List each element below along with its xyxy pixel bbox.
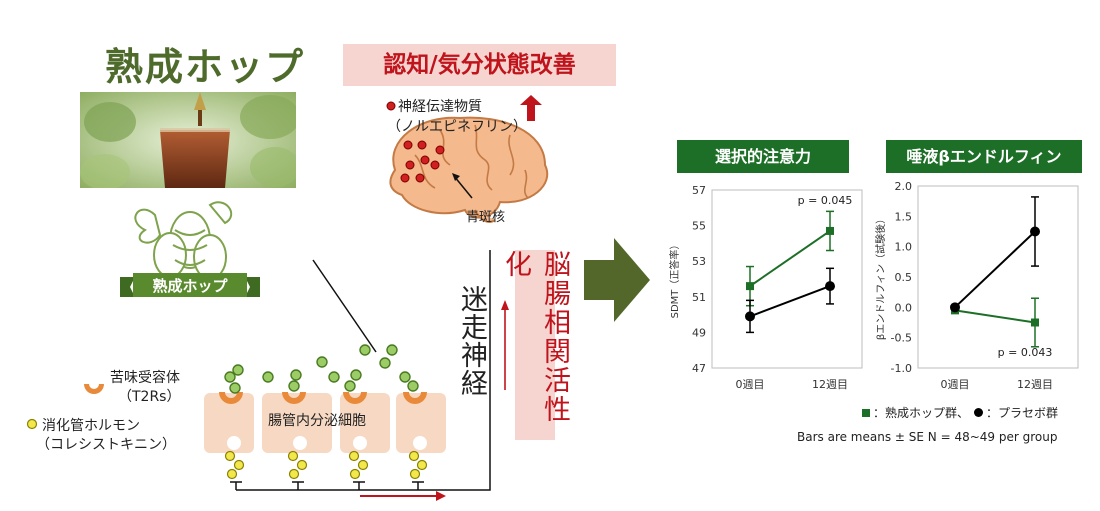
y-tick-label: 55	[692, 220, 706, 233]
y-axis-label: βエンドルフィン（試験後）	[874, 214, 887, 340]
brain-icon	[389, 116, 549, 223]
cell	[204, 393, 254, 453]
y-tick-label: 2.0	[895, 180, 913, 193]
gut-brain-label: 脳腸相関活性化	[500, 250, 570, 440]
cell	[340, 393, 390, 453]
neuro-dot-icon	[386, 101, 396, 111]
hormone-sub-label: （コレシストキニン）	[36, 437, 176, 453]
locus-label: 青斑核	[466, 210, 506, 225]
data-point-circle	[950, 302, 960, 313]
data-point-circle	[745, 311, 755, 322]
series-line	[749, 230, 831, 287]
hop-legend-label: ：熟成ホップ群、	[873, 406, 970, 420]
series-line	[749, 285, 831, 318]
y-tick-label: 53	[692, 255, 706, 268]
y-axis-label: SDMT（正答率）	[668, 240, 681, 319]
plot-frame	[917, 185, 1079, 369]
hop-legend-marker	[862, 408, 870, 417]
neuro-label: 神経伝達物質	[398, 99, 482, 115]
improve-label: 認知/気分状態改善	[343, 44, 616, 86]
vagus-nerve-label: 迷走神経	[456, 285, 487, 397]
y-tick-label: -0.5	[891, 332, 912, 345]
cells-label: 腸管内分泌細胞	[268, 413, 366, 429]
data-point-circle	[825, 281, 835, 292]
y-tick-label: 1.5	[895, 210, 913, 223]
chart1-title: 選択的注意力	[677, 140, 849, 173]
product-title: 熟成ホップ	[105, 45, 306, 89]
x-tick-label: 0週目	[736, 378, 765, 391]
beta-endorphin-chart: -1.0 -0.5 0.0 0.5 1.0 1.5 2.0 βエンドルフィン（試験後） 0週目 1…	[874, 180, 1079, 391]
placebo-legend-label: ：プラセボ群	[986, 406, 1059, 420]
hop-tea-photo	[80, 92, 296, 188]
cell	[262, 393, 332, 453]
placebo-legend-marker	[974, 408, 984, 417]
p-value-label: p = 0.043	[998, 346, 1053, 359]
receptor-label: 苦味受容体	[110, 370, 180, 386]
right-arrow-icon	[584, 238, 650, 322]
neuro-sub-label: （ノルエピネフリン）	[387, 119, 527, 135]
hop-cone-icon: 熟成ホップ	[120, 201, 260, 297]
chart2-title: 唾液βエンドルフィン	[886, 140, 1082, 173]
y-tick-label: 0.5	[895, 271, 913, 284]
x-tick-label: 12週目	[1017, 378, 1053, 391]
up-arrow-icon	[520, 95, 542, 121]
x-tick-label: 0週目	[941, 378, 970, 391]
y-tick-label: 57	[692, 184, 706, 197]
gut-cells-diagram	[26, 250, 509, 501]
legend: ：熟成ホップ群、 ：プラセボ群	[862, 404, 1058, 421]
ribbon-label: 熟成ホップ	[152, 277, 228, 295]
p-value-label: p = 0.045	[798, 194, 853, 207]
data-point-circle	[1030, 226, 1040, 237]
hormone-label: 消化管ホルモン	[42, 418, 140, 434]
x-tick-label: 12週目	[812, 378, 848, 391]
cell	[396, 393, 446, 453]
y-tick-label: 49	[692, 326, 706, 339]
y-tick-label: 1.0	[895, 241, 913, 254]
plot-frame	[711, 189, 863, 369]
y-tick-label: 0.0	[895, 301, 913, 314]
series-line	[954, 309, 1036, 324]
receptor-sub-label: （T2Rs）	[118, 389, 181, 405]
y-tick-label: -1.0	[891, 362, 912, 375]
y-tick-label: 47	[692, 362, 706, 375]
footnote: Bars are means ± SE N = 48~49 per group	[797, 430, 1058, 444]
data-point-square	[1031, 318, 1039, 327]
y-tick-label: 51	[692, 291, 706, 304]
data-point-square	[746, 282, 754, 291]
series-line	[954, 230, 1036, 309]
data-point-square	[826, 226, 834, 235]
